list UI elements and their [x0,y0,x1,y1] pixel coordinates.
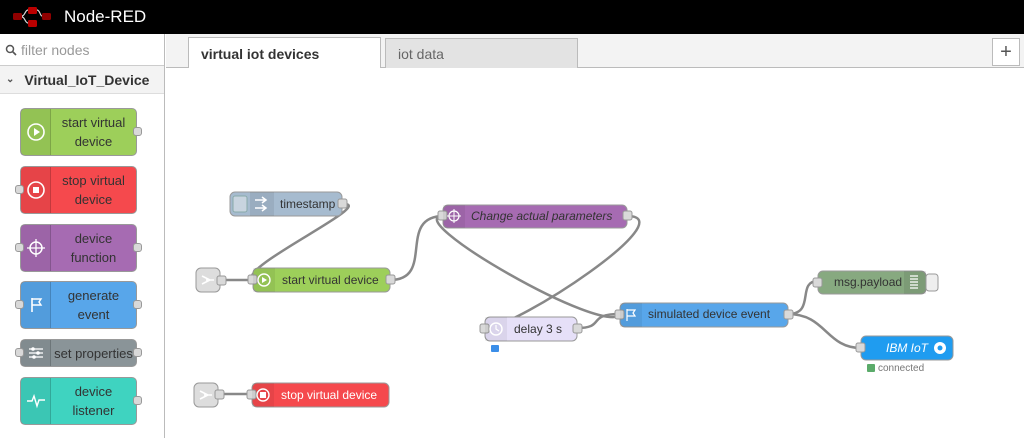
link-icon [201,275,214,285]
flow-node-msg-payload[interactable]: msg.payload [812,270,939,295]
flow-node-simulated-device-event[interactable]: simulated device event [614,302,794,328]
input-port [614,309,625,320]
node-label: IBM IoT [886,341,930,355]
wire-delay-simulated [576,312,621,330]
debug-toggle-button[interactable] [925,273,939,292]
input-port [15,300,24,309]
output-port [216,275,227,286]
flag-icon [626,309,637,321]
palette-node-set-properties[interactable]: set properties [15,339,142,367]
input-port [246,389,257,400]
flow-node-delay-3s[interactable]: delay 3 s [479,316,583,352]
node-label: delay 3 s [514,322,562,336]
output-port [214,389,225,400]
filter-bar [0,34,164,66]
tab-virtual-iot-devices[interactable]: virtual iot devices [188,37,381,69]
flow-node-timestamp[interactable]: timestamp [229,191,348,217]
chevron-down-icon: ⌄ [6,74,15,85]
output-port [337,198,348,209]
input-port [479,323,490,334]
node-label: msg.payload [834,275,902,289]
inject-button[interactable] [232,195,248,213]
tab-label: virtual iot devices [201,45,320,62]
stop-circle-icon [21,167,51,213]
output-port [133,348,142,357]
output-port [133,127,142,136]
flow-node-link-in-start[interactable] [195,267,227,293]
input-port [15,348,24,357]
wires [219,202,862,396]
palette-category-header[interactable]: ⌄ Virtual_IoT_Device [0,66,164,94]
node-label: timestamp [280,197,336,211]
output-port [385,274,396,285]
stop-circle-icon [256,388,270,402]
search-icon [5,44,17,56]
flow-node-start-virtual-device[interactable]: start virtual device [247,267,396,293]
add-tab-label: + [1000,40,1012,63]
timer-icon [489,322,503,336]
list-icon [910,275,918,289]
output-port [133,243,142,252]
play-circle-icon [21,109,51,155]
sliders-icon [21,340,51,366]
workspace-tabs: virtual iot devices iot data + [166,34,1024,69]
filter-nodes-input[interactable] [21,41,161,58]
input-port [247,274,258,285]
flag-icon [21,282,51,328]
flow-workspace[interactable]: timestamp start virtual device Chan [166,68,1024,438]
add-tab-button[interactable]: + [992,38,1020,66]
output-port [133,300,142,309]
link-icon [199,390,212,400]
palette-node-label: set properties [54,345,133,361]
wire-change-simulated [435,214,623,319]
status-indicator [867,364,875,372]
output-port [622,210,633,221]
crosshair-icon [21,225,51,271]
pulse-icon [21,378,51,424]
arrow-in-icon [255,196,268,212]
input-port [855,342,866,353]
input-port [812,277,823,288]
flow-node-ibm-iot[interactable]: IBM IoT connected [855,335,954,374]
play-circle-icon [257,273,271,287]
input-port [15,243,24,252]
wire-start-change [389,214,445,282]
node-label: simulated device event [648,307,771,321]
node-label: Change actual parameters [471,209,612,223]
output-port [783,309,794,320]
node-red-logo-icon [13,7,51,27]
flow-node-stop-virtual-device[interactable]: stop virtual device [246,382,390,408]
tab-label: iot data [398,45,444,62]
status-indicator [491,345,499,352]
flow-node-change-actual-parameters[interactable]: Change actual parameters [437,204,633,229]
output-port [133,396,142,405]
flow-node-link-in-stop[interactable] [193,382,225,408]
tab-iot-data[interactable]: iot data [385,38,578,68]
header-bar: Node-RED [0,0,1024,34]
status-text: connected [878,363,924,374]
category-label: Virtual_IoT_Device [24,71,150,88]
wire-simulated-ibm [787,312,862,350]
node-palette: ⌄ Virtual_IoT_Device start virtualdevice… [0,34,165,438]
node-label: start virtual device [282,273,379,287]
app-title: Node-RED [64,7,147,26]
input-port [15,185,24,194]
node-label: stop virtual device [281,388,377,402]
output-port [572,323,583,334]
flow-canvas[interactable]: timestamp start virtual device Chan [166,68,1024,438]
